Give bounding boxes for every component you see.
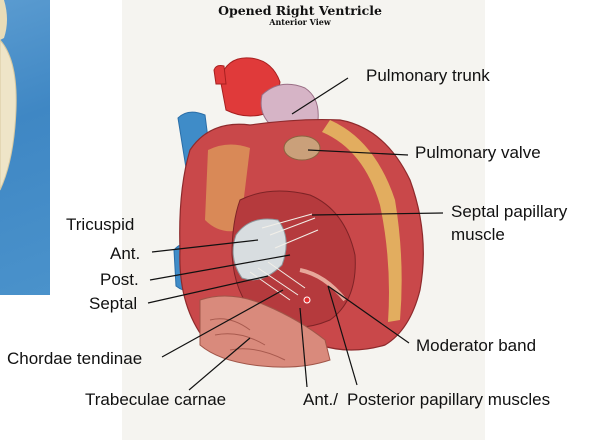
label-muscle: muscle (451, 225, 505, 244)
fat-groove-shape (322, 120, 402, 322)
label-moderator-band: Moderator band (416, 336, 537, 355)
label-tricuspid: Tricuspid (66, 215, 135, 234)
label-chordae-tendinae: Chordae tendinae (7, 349, 143, 368)
label-ant-slash: Ant./ (303, 390, 338, 409)
label-pulmonary-trunk: Pulmonary trunk (366, 66, 490, 85)
label-septal-papillary: Septal papillary (451, 202, 568, 221)
label-trabeculae-carnae: Trabeculae carnae (85, 390, 227, 409)
pulmonary-valve-shape (283, 135, 321, 161)
background-fragment-art (0, 0, 17, 191)
background-photo-fragment (0, 0, 50, 295)
diagram-title: Opened Right Ventricle (218, 3, 382, 18)
label-ant: Ant. (110, 244, 141, 263)
label-post: Post. (100, 270, 139, 289)
diagram-subtitle: Anterior View (269, 17, 331, 27)
label-pulmonary-valve: Pulmonary valve (415, 143, 541, 162)
red-marker (303, 296, 311, 304)
label-septal: Septal (89, 294, 138, 313)
chordae-lines (249, 213, 319, 301)
label-posterior-papillary-muscles: Posterior papillary muscles (347, 390, 551, 409)
